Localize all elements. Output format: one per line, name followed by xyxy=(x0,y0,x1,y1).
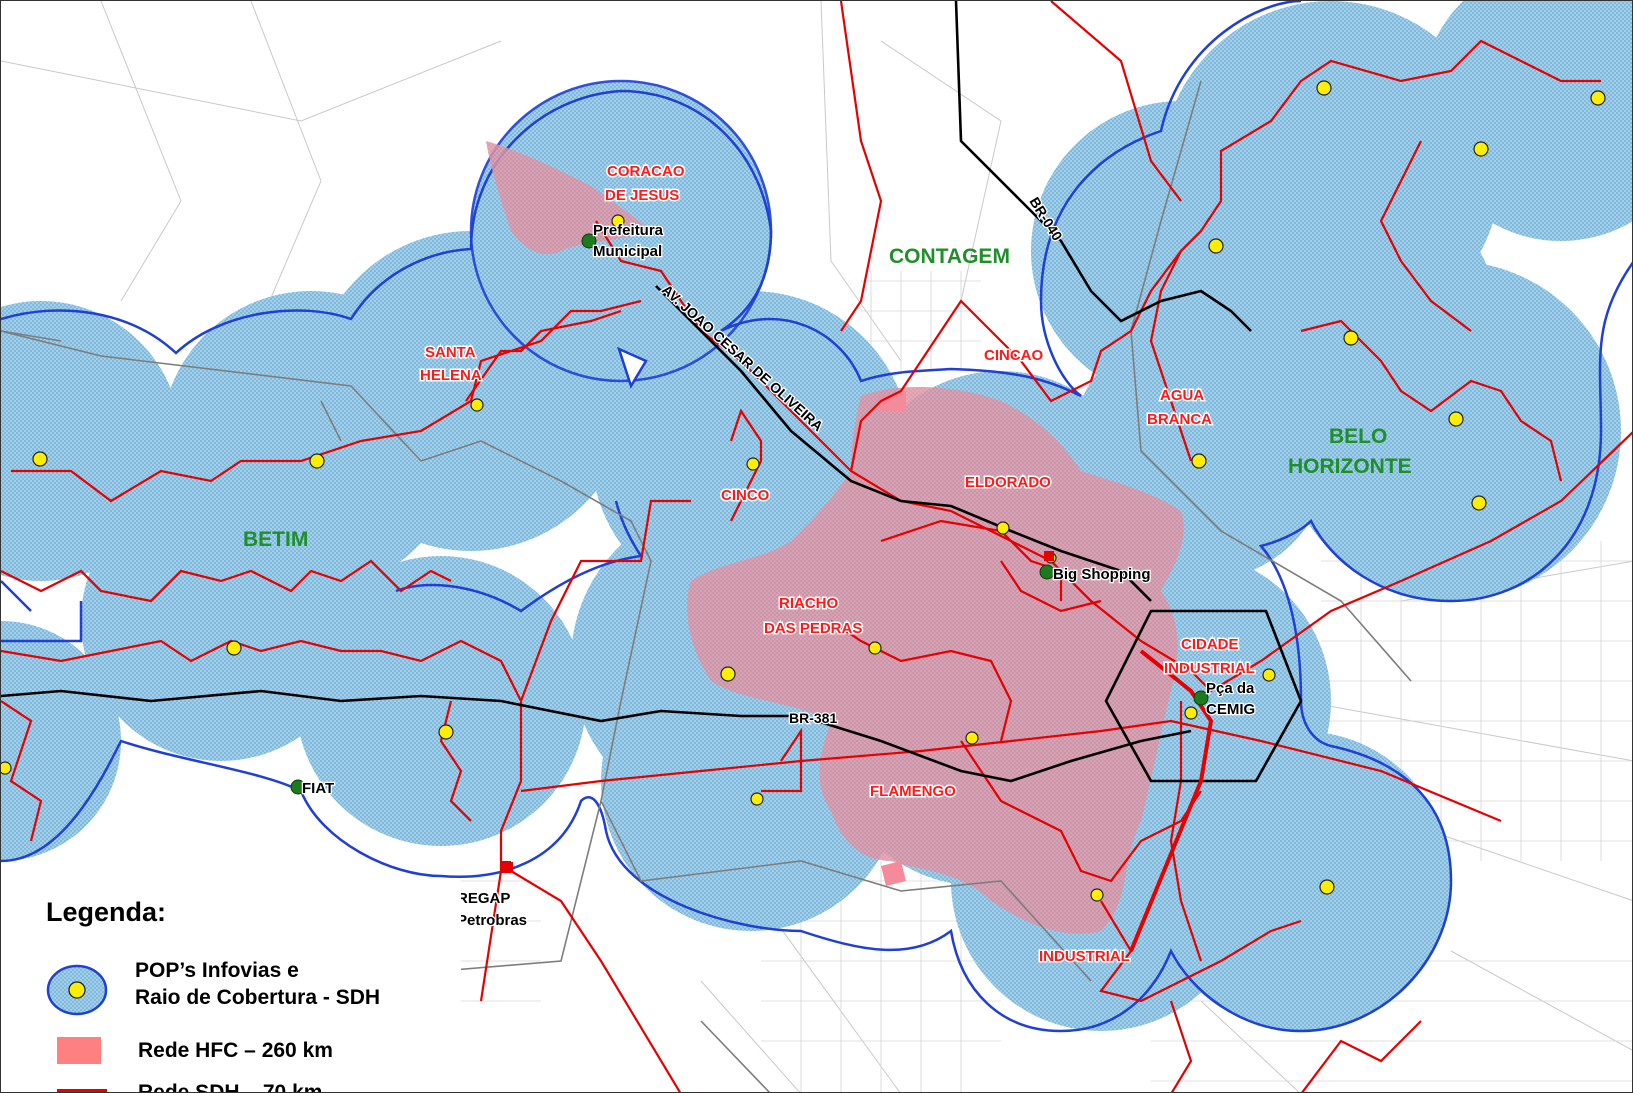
poi-label-cemig: CEMIG xyxy=(1206,701,1255,718)
pop-points xyxy=(1,80,1606,902)
poi-label-prefeitura: Prefeitura xyxy=(593,222,664,239)
legend-sdh-swatch xyxy=(57,1089,107,1092)
legend-pop-icon xyxy=(46,964,108,1016)
cidade-industrial-hexagon xyxy=(1104,609,1303,783)
city-label-betim: BETIM xyxy=(243,528,308,551)
district-label-das-pedras: DAS PEDRAS xyxy=(764,620,862,637)
legend-pop-line2: Raio de Cobertura - SDH xyxy=(135,986,381,1009)
poi-label-petrobras: Petrobras xyxy=(457,912,527,929)
poi-label-fiat: FIAT xyxy=(302,780,334,797)
district-label-riacho: RIACHO xyxy=(779,595,838,612)
legend-hfc-label: Rede HFC – 260 km xyxy=(138,1039,333,1062)
district-label-cidade: CIDADE xyxy=(1181,636,1239,653)
district-label-branca: BRANCA xyxy=(1147,411,1212,428)
poi-label-big-shopping: Big Shopping xyxy=(1053,566,1150,583)
district-label-agua: AGUA xyxy=(1160,387,1204,404)
road-label-br381: BR-381 xyxy=(789,710,837,726)
district-label-de-jesus: DE JESUS xyxy=(605,187,679,204)
coverage-border xyxy=(1,1,1632,1033)
poi-label-municipal: Municipal xyxy=(593,243,662,260)
legend-title: Legenda: xyxy=(46,897,167,927)
poi-label-pca-da: Pça da xyxy=(1206,680,1255,697)
city-label-belo: BELO xyxy=(1329,425,1387,448)
legend: Legenda: POP’s Infovias e Raio de Cobert… xyxy=(1,879,461,1093)
br-381-line xyxy=(1,689,1192,783)
av-joao-cesar-line xyxy=(655,285,1152,602)
highways xyxy=(1,1,1303,783)
district-label-eldorado: ELDORADO xyxy=(965,474,1051,491)
district-label-helena: HELENA xyxy=(420,367,482,384)
district-label-coracao: CORACAO xyxy=(607,163,685,180)
poi-label-regap: REGAP xyxy=(457,890,510,907)
municipal-boundaries xyxy=(1,80,1412,1092)
regap-marker xyxy=(503,551,1054,872)
district-label-santa: SANTA xyxy=(425,344,476,361)
legend-hfc-swatch xyxy=(57,1037,101,1064)
city-label-horizonte: HORIZONTE xyxy=(1288,455,1412,478)
district-label-cinco: CINCO xyxy=(721,487,770,504)
district-label-industrial: INDUSTRIAL xyxy=(1164,660,1255,677)
legend-sdh-label: Rede SDH – 70 km xyxy=(138,1081,323,1093)
district-label-industrial-south: INDUSTRIAL xyxy=(1039,948,1130,965)
district-label-flamengo: FLAMENGO xyxy=(870,783,956,800)
br-040-line xyxy=(954,1,1252,332)
legend-pop-line1: POP’s Infovias e xyxy=(135,959,299,982)
city-label-contagem: CONTAGEM xyxy=(889,245,1010,268)
hfc-thick-links xyxy=(1129,649,1214,952)
district-label-cincao: CINCAO xyxy=(984,347,1043,364)
